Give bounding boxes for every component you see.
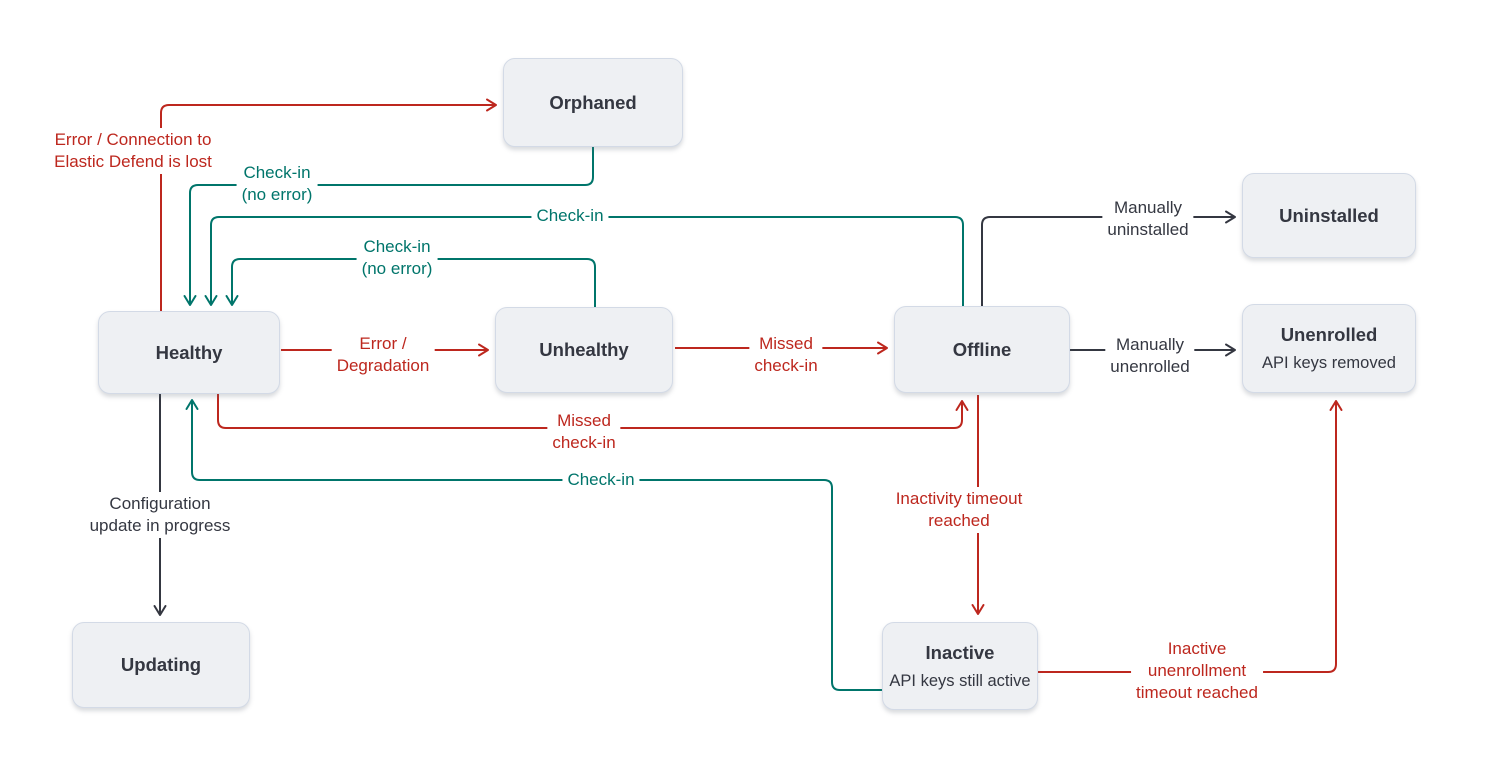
node-title: Healthy <box>155 341 223 363</box>
edge-inactive-to-unenrolled <box>1038 400 1343 673</box>
node-title: Inactive <box>925 641 995 663</box>
edge-offline-to-uninstalled <box>981 210 1236 306</box>
node-title: Unhealthy <box>539 339 629 360</box>
edge-label-checkin-no-error-unhealthy: Check-in (no error) <box>356 235 438 281</box>
edge-label-checkin-no-error-orphaned: Check-in (no error) <box>236 161 318 207</box>
node-title: Offline <box>952 338 1012 360</box>
node-title: Uninstalled <box>1279 204 1379 226</box>
state-node-unhealthy: Unhealthy <box>495 307 673 393</box>
node-subtitle: API keys removed <box>1262 354 1396 372</box>
edge-label-missed-checkin-healthy: Missed check-in <box>547 409 621 455</box>
state-node-unenrolled: Unenrolled API keys removed <box>1242 304 1416 393</box>
edge-label-manually-unenrolled: Manually unenrolled <box>1105 333 1195 379</box>
state-node-uninstalled: Uninstalled <box>1242 173 1416 258</box>
state-node-offline: Offline <box>894 306 1070 393</box>
state-node-orphaned: Orphaned <box>503 58 683 147</box>
edge-label-error-degradation: Error / Degradation <box>331 332 435 378</box>
edge-label-missed-checkin-unhealthy: Missed check-in <box>749 332 823 378</box>
node-title: Orphaned <box>549 91 637 113</box>
edge-label-configuration-update: Configuration update in progress <box>84 492 236 538</box>
node-title: Updating <box>120 654 202 675</box>
edge-offline-to-healthy <box>204 216 964 306</box>
state-node-updating: Updating <box>72 622 250 708</box>
edge-healthy-to-orphaned <box>160 98 497 311</box>
node-title: Unenrolled <box>1280 324 1378 345</box>
node-subtitle: API keys still active <box>889 671 1031 690</box>
edge-label-inactivity-timeout: Inactivity timeout reached <box>890 487 1028 533</box>
state-node-inactive: Inactive API keys still active <box>882 622 1038 710</box>
edge-label-checkin-inactive: Check-in <box>562 468 640 492</box>
state-node-healthy: Healthy <box>98 311 280 394</box>
edge-inactive-to-healthy <box>185 399 882 691</box>
edge-label-checkin-offline: Check-in <box>531 204 609 228</box>
edge-label-error-connection-lost: Error / Connection to Elastic Defend is … <box>49 128 217 174</box>
edge-label-manually-uninstalled: Manually uninstalled <box>1102 196 1194 242</box>
edge-orphaned-to-healthy <box>183 147 594 306</box>
edge-label-inactive-unenrollment-timeout: Inactive unenrollment timeout reached <box>1131 637 1263 705</box>
